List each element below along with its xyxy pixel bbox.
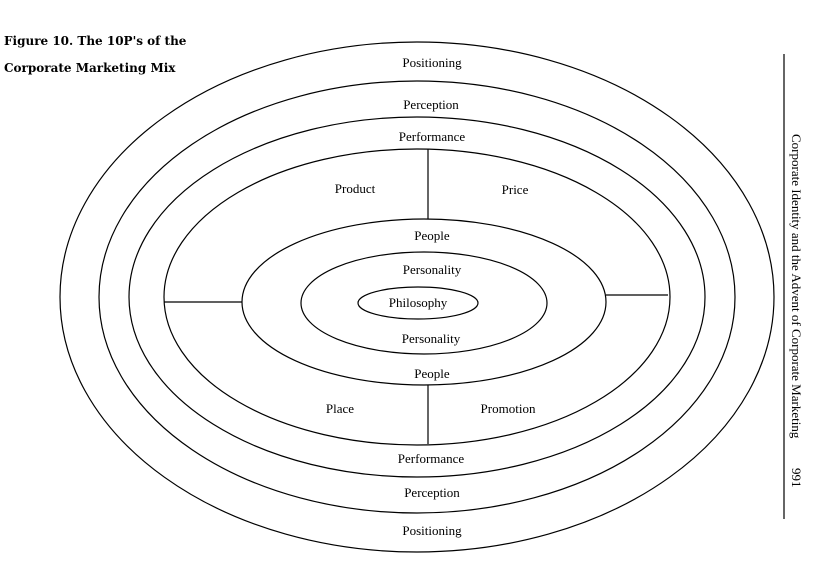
label-price: Price bbox=[502, 182, 529, 197]
label-performance-top: Performance bbox=[399, 129, 466, 144]
ring-perception bbox=[98, 80, 736, 514]
label-product: Product bbox=[335, 181, 376, 196]
label-people-bottom: People bbox=[414, 366, 450, 381]
label-performance-bottom: Performance bbox=[398, 451, 465, 466]
ring-positioning bbox=[59, 41, 775, 553]
label-personality-bottom: Personality bbox=[402, 331, 461, 346]
ring-mix bbox=[163, 148, 671, 446]
label-personality-top: Personality bbox=[403, 262, 462, 277]
running-head-text: Corporate Identity and the Advent of Cor… bbox=[789, 134, 804, 439]
label-perception-bottom: Perception bbox=[404, 485, 460, 500]
ring-philosophy bbox=[357, 286, 479, 320]
label-positioning-bottom: Positioning bbox=[402, 523, 462, 538]
label-positioning-top: Positioning bbox=[402, 55, 462, 70]
label-perception-top: Perception bbox=[403, 97, 459, 112]
page-number: 991 bbox=[789, 468, 804, 488]
label-place: Place bbox=[326, 401, 354, 416]
ring-personality bbox=[300, 251, 548, 355]
label-promotion: Promotion bbox=[481, 401, 536, 416]
figure-caption-line-1: Figure 10. The 10P's of the bbox=[4, 34, 187, 48]
label-people-top: People bbox=[414, 228, 450, 243]
figure-caption: Figure 10. The 10P's of the Corporate Ma… bbox=[4, 28, 186, 82]
figure-caption-line-2: Corporate Marketing Mix bbox=[4, 61, 176, 75]
label-philosophy: Philosophy bbox=[389, 295, 448, 310]
ring-performance bbox=[128, 116, 706, 478]
